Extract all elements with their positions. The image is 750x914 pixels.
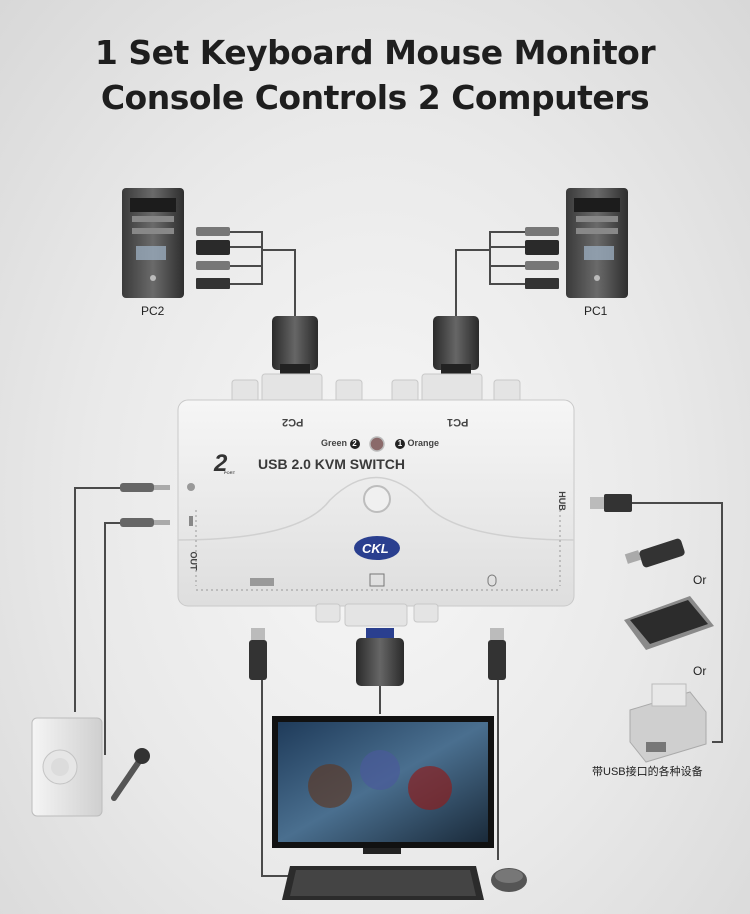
pc2-connectors xyxy=(196,227,230,289)
pc1-tower xyxy=(566,188,628,298)
microphone-icon xyxy=(111,748,150,801)
switch-button xyxy=(363,485,391,513)
brand-logo-text: CKL xyxy=(362,541,389,556)
mouse-icon xyxy=(491,868,527,892)
headline: 1 Set Keyboard Mouse Monitor Console Con… xyxy=(0,30,750,120)
monitor-port-icon xyxy=(369,573,385,587)
mouse-usb-plug xyxy=(488,628,506,680)
pc2-vga-plug xyxy=(272,316,318,374)
kvm-switch xyxy=(177,399,575,607)
led-green-label: Green 2 xyxy=(321,438,360,449)
mouse-port-icon xyxy=(487,574,497,587)
led-orange-label: 1 Orange xyxy=(395,438,439,449)
switch-bottom-ports xyxy=(315,603,439,627)
speaker-icon xyxy=(31,717,103,817)
speaker-jack-icon xyxy=(187,483,195,491)
monitor-icon xyxy=(272,716,494,854)
keyboard-icon xyxy=(282,866,484,900)
out-label: OUT xyxy=(188,551,199,571)
keyboard-cable xyxy=(261,680,290,877)
or-label-2: Or xyxy=(693,664,707,678)
pc2-cable-audio-2 xyxy=(230,250,263,267)
pc2-label: PC2 xyxy=(141,304,165,318)
port-count-number: 2 xyxy=(214,450,228,477)
port-count-word: PORT xyxy=(224,470,236,475)
pc1-connectors xyxy=(525,227,559,289)
led-green-number: 2 xyxy=(349,439,360,449)
hub-usb-plug xyxy=(590,494,632,512)
hub-cable xyxy=(632,502,723,743)
mic-cable xyxy=(104,522,120,755)
led-green-text: Green xyxy=(321,438,348,448)
monitor-vga-plug xyxy=(356,628,404,686)
keyboard-usb-plug xyxy=(249,628,267,680)
or-label-1: Or xyxy=(693,573,707,587)
mic-jack-icon xyxy=(189,516,193,526)
pc2-cable-usb xyxy=(230,266,263,285)
speaker-cable xyxy=(74,487,120,712)
cables xyxy=(74,231,723,877)
brand-logo-badge xyxy=(354,536,400,560)
switch-title: USB 2.0 KVM SWITCH xyxy=(258,456,406,472)
keyboard-port-icon xyxy=(250,578,274,586)
hub-label: HUB xyxy=(556,491,567,511)
pc1-vga-plug xyxy=(433,316,479,374)
pc1-cable-audio-2 xyxy=(489,250,525,267)
switch-port-label-pc1: PC1 xyxy=(447,416,469,428)
led-orange-number: 1 xyxy=(395,439,405,449)
speaker-plug xyxy=(120,483,170,492)
scanner-icon xyxy=(624,596,714,650)
pc1-label: PC1 xyxy=(584,304,608,318)
printer-icon xyxy=(629,683,707,763)
switch-port-label-pc2: PC2 xyxy=(282,416,304,428)
pc2-tower xyxy=(122,188,184,298)
led-indicator xyxy=(369,436,385,452)
pc1-cable-usb xyxy=(489,266,525,285)
headline-line-1: 1 Set Keyboard Mouse Monitor xyxy=(94,33,656,72)
switch-rear-ports xyxy=(231,373,521,403)
led-orange-text: Orange xyxy=(407,438,440,448)
usb-devices-caption: 带USB接口的各种设备 xyxy=(592,766,703,778)
headline-line-2: Console Controls 2 Computers xyxy=(100,78,650,117)
usb-flash-drive-icon xyxy=(624,538,685,568)
mic-plug xyxy=(120,518,170,527)
